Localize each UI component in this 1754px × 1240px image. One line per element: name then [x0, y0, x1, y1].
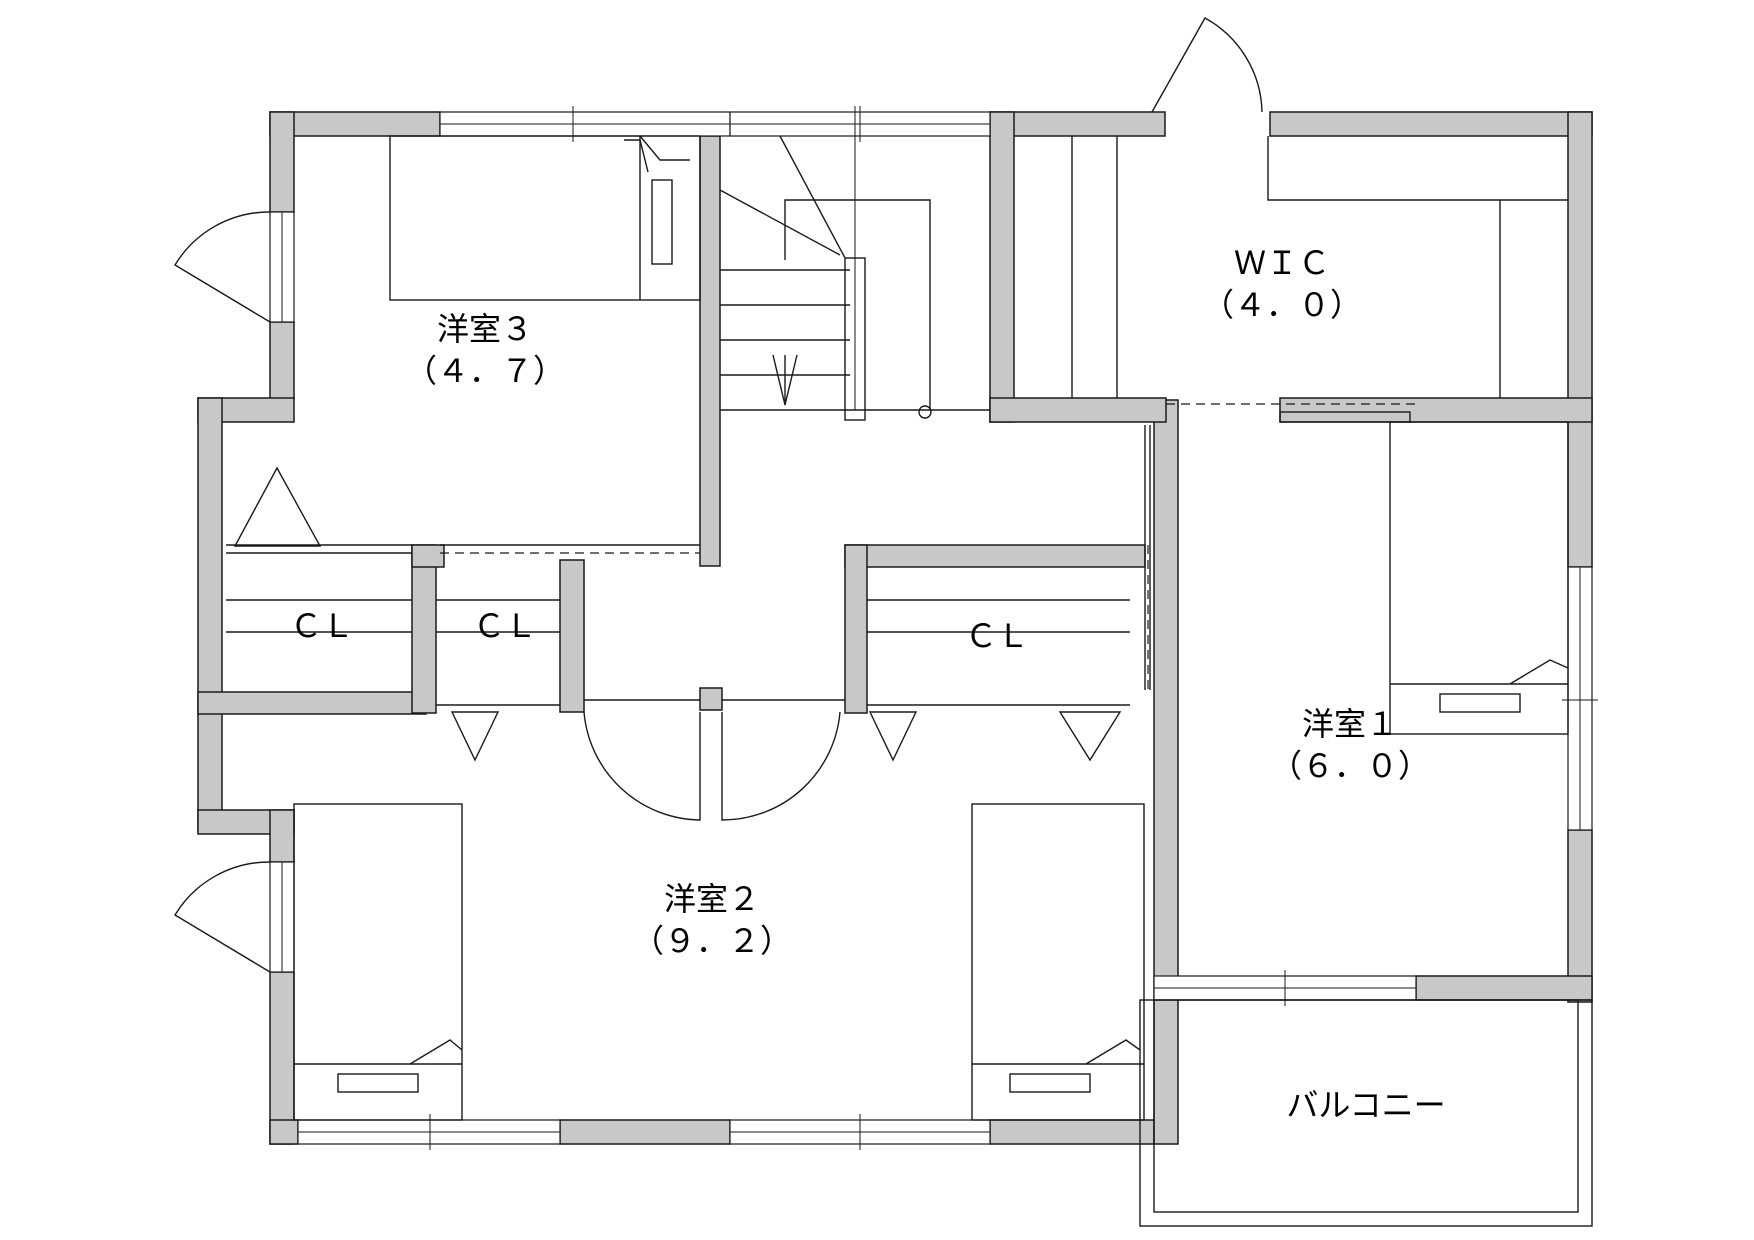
room2-label: 洋室２ （９．２） — [632, 880, 792, 960]
room2-area: （９．２） — [632, 922, 792, 960]
wic-shelving — [1071, 136, 1568, 423]
balcony-label: バルコニー — [1286, 1086, 1445, 1124]
room1-name: 洋室１ — [1302, 705, 1398, 743]
room3-area: （４．７） — [405, 352, 565, 390]
balcony — [1139, 999, 1593, 1227]
room1-label: 洋室１ （６．０） — [1270, 705, 1430, 785]
windows — [269, 106, 1598, 1150]
closet-details — [226, 466, 1130, 762]
room1-area: （６．０） — [1270, 747, 1430, 785]
beds — [293, 135, 1569, 1121]
room3-name: 洋室３ — [437, 310, 533, 348]
closet-a-label: ＣＬ — [290, 607, 354, 645]
staircase — [719, 106, 990, 421]
room3-label: 洋室３ （４．７） — [405, 310, 565, 390]
walls — [197, 111, 1593, 1145]
closet-b-label: ＣＬ — [473, 607, 537, 645]
hall-partitions — [226, 425, 1151, 701]
doors — [174, 17, 1263, 973]
closet-c-label: ＣＬ — [965, 617, 1029, 655]
wic-label: ＷＩＣ （４．０） — [1202, 244, 1362, 324]
wic-area: （４．０） — [1202, 286, 1362, 324]
wic-name: ＷＩＣ — [1234, 244, 1330, 282]
room2-name: 洋室２ — [664, 880, 760, 918]
